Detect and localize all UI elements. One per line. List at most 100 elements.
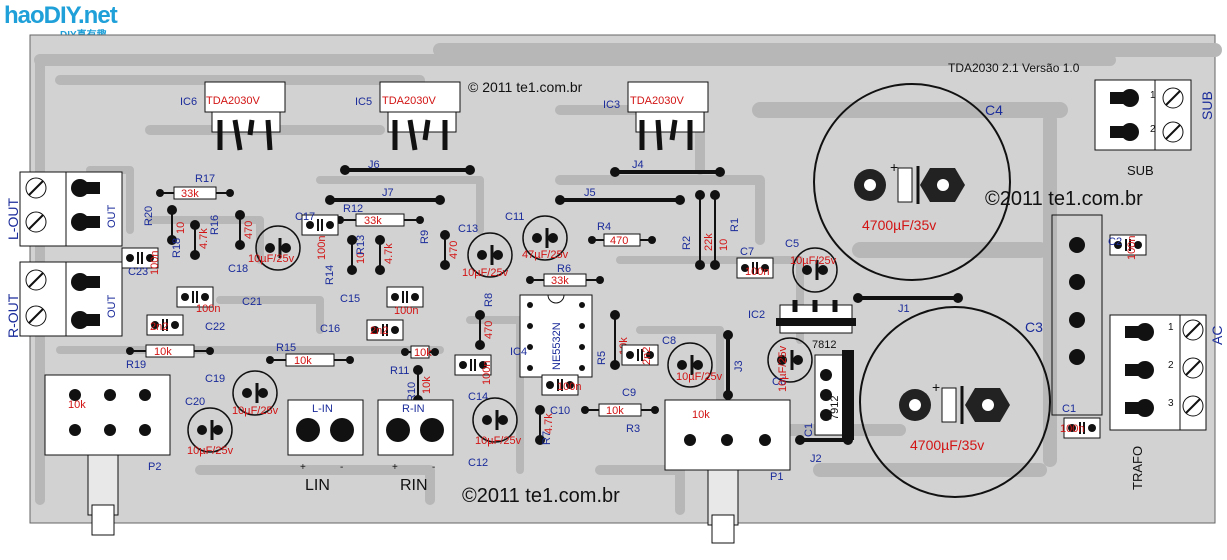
capacitor-value: 100n (745, 266, 769, 278)
capacitor-ref: C21 (242, 296, 262, 308)
ic5-part: TDA2030V (382, 95, 436, 107)
l-out-terminal (19, 171, 123, 247)
p2-label: P2 (148, 461, 161, 473)
capacitor-value: 10µF/25v (777, 345, 789, 392)
capacitor-value: 100n (394, 305, 418, 317)
copyright-bottom: ©2011 te1.com.br (462, 485, 620, 507)
p1-value: 10k (692, 409, 710, 421)
svg-text:-: - (432, 462, 435, 473)
capacitor-ref: C5 (785, 238, 799, 250)
ic4-body (519, 294, 593, 378)
ic3-part: TDA2030V (630, 95, 684, 107)
c3-label: C3 (1025, 319, 1043, 335)
ic2-body (776, 300, 856, 334)
board-title: TDA2030 2.1 Versão 1.0 (948, 61, 1080, 75)
c4-value: 4700µF/35v (862, 217, 936, 233)
ic6-ref: IC6 (180, 96, 197, 108)
capacitor-value: 100n (481, 361, 493, 385)
out-label-top: OUT (106, 205, 118, 229)
resistor-value: 22k (703, 233, 715, 251)
jumper-j1: J1 (853, 293, 963, 315)
copyright-right: ©2011 te1.com.br (985, 188, 1143, 210)
jumper-j2: J2 (795, 435, 853, 465)
resistor-value: 10 (718, 239, 730, 251)
resistor-value: 33k (181, 188, 199, 200)
ic5-ref: IC5 (355, 96, 372, 108)
c3-value: 4700µF/35v (910, 437, 984, 453)
capacitor-c14: C14 100n (454, 354, 493, 403)
lin-label: LIN (305, 477, 330, 494)
capacitor-value: 100n (316, 236, 328, 260)
jumper-j4: J4 (610, 159, 725, 177)
capacitor-value: 10µF/25v (475, 435, 522, 447)
capacitor-c17: C17 100n (295, 211, 339, 260)
capacitor-ref: C23 (128, 266, 148, 278)
input-polarity-marks: + - + - (300, 462, 435, 473)
sub-terminal (1094, 79, 1192, 151)
ic1-ref: IC1 (803, 423, 815, 440)
resistor-ref: R4 (597, 221, 611, 233)
capacitor-ref: C1 (1062, 403, 1076, 415)
svg-text:+: + (890, 159, 898, 175)
resistor-ref: R20 (143, 206, 155, 226)
ic4-part: NE5532N (551, 322, 563, 370)
resistor-ref: R17 (195, 173, 215, 185)
copyright-top: © 2011 te1.com.br (468, 79, 583, 95)
capacitor-ref: C7 (740, 246, 754, 258)
watermark-logo: haoDIY.net (4, 2, 118, 29)
capacitor-ref: C8 (662, 335, 676, 347)
resistor-ref: R15 (276, 342, 296, 354)
resistor-ref: R14 (324, 265, 336, 285)
capacitor-ref: C17 (295, 211, 315, 223)
capacitor-ref: C9 (622, 387, 636, 399)
jumper-label: J7 (382, 187, 394, 199)
capacitor-value: 100n (1126, 236, 1138, 260)
ic2-ref: IC2 (748, 309, 765, 321)
resistor-value: 470 (610, 235, 628, 247)
jumper-label: J4 (632, 159, 644, 171)
resistor-value: 10k (421, 376, 433, 394)
jumper-j3: J3 (723, 330, 745, 400)
capacitor-ref: C10 (550, 405, 570, 417)
ic5-body (379, 81, 461, 151)
resistor-value: 470 (483, 321, 495, 339)
capacitor-c7: C7 100n (736, 246, 774, 279)
big-cap-c3: + (859, 306, 1051, 498)
lin-tag: L-IN (312, 403, 333, 415)
resistor-value: 10k (414, 347, 432, 359)
sub-pin-numbers: 1 2 (1150, 90, 1156, 135)
jumper-j6: J6 (340, 159, 475, 175)
resistor-ref: R7 (541, 431, 553, 445)
jumper-label: J2 (810, 453, 822, 465)
pot-p1 (664, 399, 791, 544)
capacitor-ref: C18 (228, 263, 248, 275)
rin-connector (377, 399, 454, 456)
resistor-value: 10k (294, 355, 312, 367)
resistor-value: 10k (606, 405, 624, 417)
lin-connector (287, 399, 364, 456)
capacitor-value: 2n2 (370, 325, 388, 337)
resistor-value: 4.7k (383, 243, 395, 264)
resistor-ref: R16 (209, 215, 221, 235)
capacitor-ref: C14 (468, 391, 488, 403)
ic3-body (627, 81, 709, 151)
capacitor-ref: C12 (468, 457, 488, 469)
svg-text:1: 1 (1168, 322, 1174, 333)
svg-text:+: + (392, 462, 398, 473)
